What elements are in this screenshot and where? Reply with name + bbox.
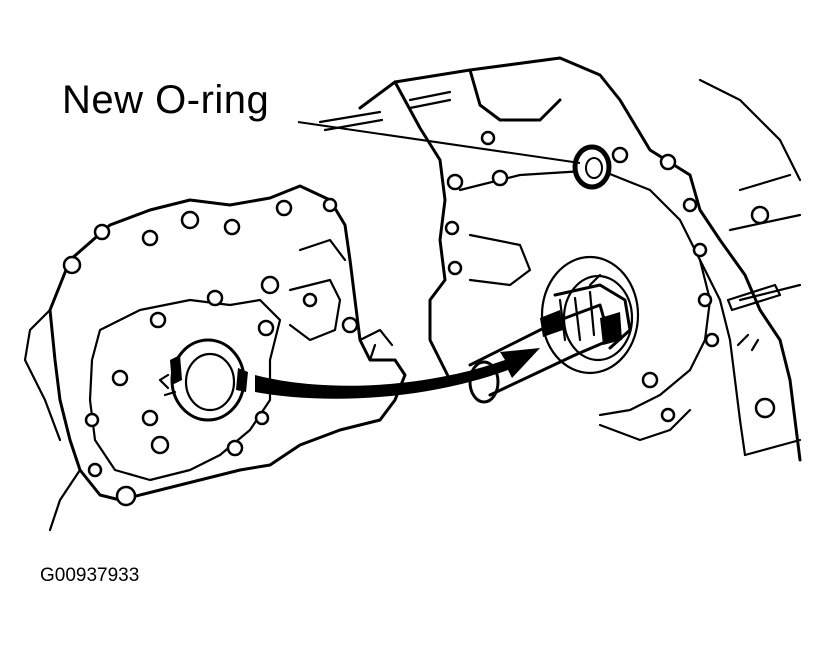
engine-block [318, 56, 802, 462]
oil-pump [23, 184, 407, 532]
o-ring [572, 144, 612, 190]
callout-leader-line [297, 121, 581, 164]
figure-id: G00937933 [40, 565, 140, 586]
crankshaft [468, 273, 632, 404]
o-ring-callout-label: New O-ring [62, 78, 270, 122]
installation-arrow [255, 348, 540, 399]
